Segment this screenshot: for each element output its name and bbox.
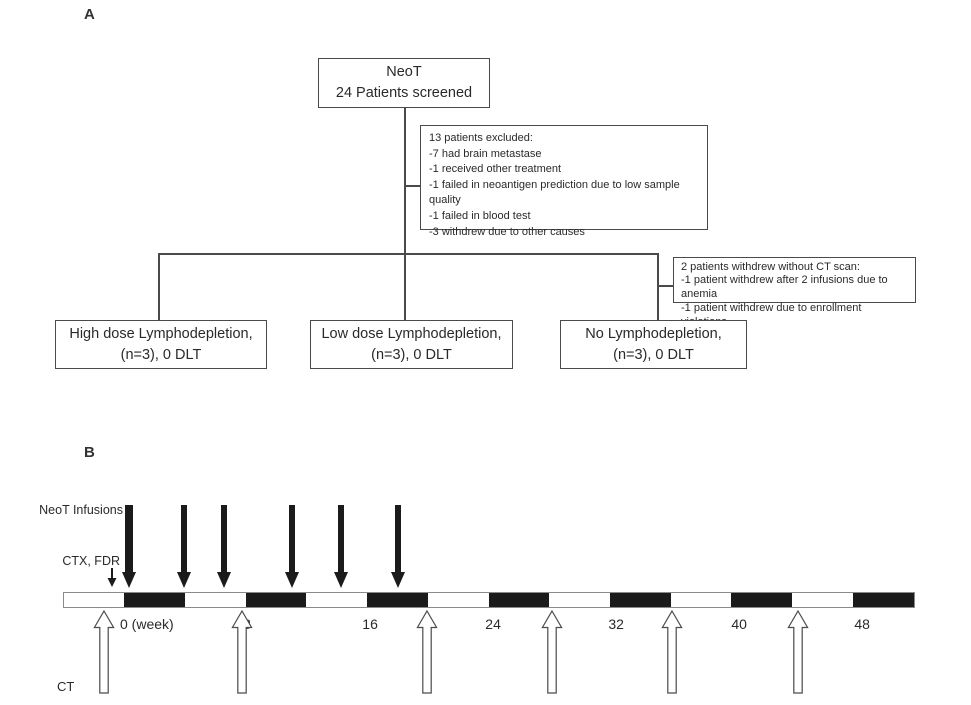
arm-box-low-dose: Low dose Lymphodepletion, (n=3), 0 DLT bbox=[310, 320, 513, 369]
ct-label: CT bbox=[57, 679, 75, 694]
arm-box-high-dose: High dose Lymphodepletion, (n=3), 0 DLT bbox=[55, 320, 267, 369]
exclusion-line: -7 had brain metastase bbox=[429, 147, 542, 160]
bar-segment bbox=[63, 593, 125, 607]
screening-box-count: 24 Patients screened bbox=[335, 85, 473, 101]
withdrawal-line: -1 patient withdrew after 2 infusions du… bbox=[681, 274, 888, 301]
arm-box-count: (n=3), 0 DLT bbox=[120, 346, 202, 363]
exclusion-line: -1 failed in neoantigen prediction due t… bbox=[429, 178, 680, 207]
infusion-arrow-icon bbox=[121, 505, 136, 588]
bar-segment bbox=[549, 593, 610, 607]
exclusion-line: -1 received other treatment bbox=[429, 163, 562, 176]
connector-line-vertical-left bbox=[158, 253, 160, 320]
infusion-arrow-icon bbox=[333, 505, 348, 588]
infusion-arrow-icon bbox=[217, 505, 231, 588]
bar-segment bbox=[427, 593, 489, 607]
panel-b-label: B bbox=[84, 444, 95, 461]
bar-segment bbox=[609, 593, 671, 607]
bar-segment bbox=[731, 593, 793, 607]
infusion-arrow-icon bbox=[390, 505, 405, 588]
ctx-arrow-icon bbox=[107, 568, 117, 587]
bar-segment bbox=[367, 593, 428, 607]
bar-segment bbox=[852, 593, 914, 607]
ct-arrow-icon bbox=[231, 610, 254, 694]
arm-box-no-lymphodepletion: No Lymphodepletion, (n=3), 0 DLT bbox=[560, 320, 747, 369]
bar-segment bbox=[306, 593, 368, 607]
withdrawal-line: 2 patients withdrew without CT scan: bbox=[681, 260, 860, 273]
exclusion-box: 13 patients excluded: -7 had brain metas… bbox=[420, 125, 708, 238]
exclusion-line: -1 failed in blood test bbox=[429, 209, 531, 222]
infusions-label: NeoT Infusions bbox=[39, 503, 123, 517]
screening-box: NeoT 24 Patients screened bbox=[318, 58, 490, 108]
connector-line-vertical-main bbox=[404, 108, 406, 253]
week-tick-label: 32 bbox=[608, 616, 624, 632]
arm-box-title: Low dose Lymphodepletion, bbox=[321, 325, 502, 342]
week-tick-label: 40 bbox=[731, 616, 747, 632]
bar-segment bbox=[670, 593, 732, 607]
ct-arrow-icon bbox=[416, 610, 438, 694]
ct-arrow-icon bbox=[786, 610, 809, 694]
connector-line-to-withdrawal-box bbox=[657, 285, 674, 287]
panel-a-label: A bbox=[84, 6, 95, 23]
arm-box-count: (n=3), 0 DLT bbox=[613, 346, 694, 363]
connector-line-horizontal bbox=[158, 253, 658, 255]
ct-arrow-icon bbox=[660, 610, 683, 694]
ct-arrow-icon bbox=[540, 610, 563, 694]
week-tick-label: 16 bbox=[362, 616, 378, 632]
week-tick-label: 24 bbox=[485, 616, 501, 632]
infusion-arrow-icon bbox=[284, 505, 299, 588]
exclusion-line: 13 patients excluded: bbox=[429, 132, 533, 144]
connector-line-vertical-right bbox=[657, 253, 659, 320]
arm-box-title: High dose Lymphodepletion, bbox=[69, 325, 253, 342]
ct-arrow-icon bbox=[93, 610, 115, 694]
bar-segment bbox=[488, 593, 550, 607]
connector-line-to-exclusion-box bbox=[404, 185, 420, 187]
connector-line-vertical-middle bbox=[404, 253, 406, 320]
arm-box-count: (n=3), 0 DLT bbox=[371, 346, 452, 363]
screening-box-title: NeoT bbox=[386, 64, 422, 80]
week-tick-label: 0 (week) bbox=[120, 616, 174, 632]
bar-segment bbox=[184, 593, 246, 607]
bar-segment bbox=[792, 593, 853, 607]
ctx-fdr-label: CTX, FDR bbox=[62, 554, 120, 568]
withdrawal-box: 2 patients withdrew without CT scan: -1 … bbox=[673, 257, 916, 328]
infusion-arrow-icon bbox=[177, 505, 191, 588]
bar-segment bbox=[245, 593, 307, 607]
exclusion-line: -3 withdrew due to other causes bbox=[429, 225, 585, 238]
timeline-bar bbox=[62, 592, 915, 608]
arm-box-title: No Lymphodepletion, bbox=[585, 325, 722, 342]
bar-segment bbox=[124, 593, 185, 607]
week-tick-label: 48 bbox=[854, 616, 870, 632]
